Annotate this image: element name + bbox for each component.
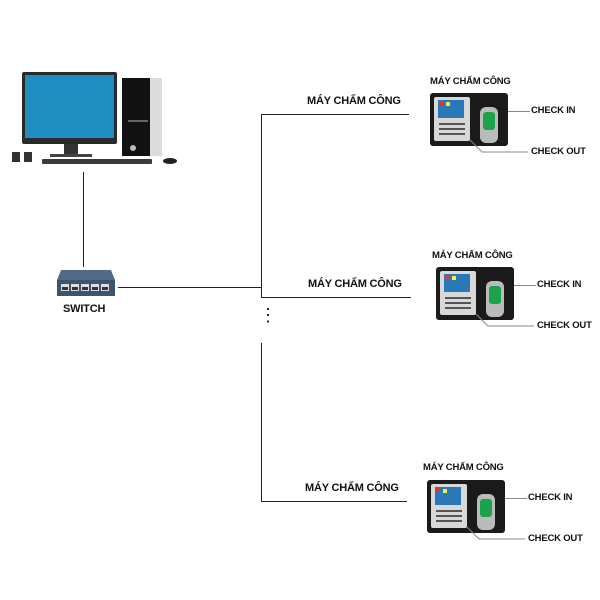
check-out-line bbox=[466, 526, 525, 540]
check-out-line bbox=[475, 313, 534, 327]
attendance-device-icon bbox=[430, 93, 508, 146]
ellipsis: ⋮ bbox=[259, 305, 277, 325]
device-title: MÁY CHẤM CÔNG bbox=[430, 76, 511, 87]
check-out-label: CHECK OUT bbox=[528, 533, 583, 544]
check-in-label: CHECK IN bbox=[537, 279, 582, 290]
branch-label: MÁY CHẤM CÔNG bbox=[308, 278, 402, 290]
connection-line bbox=[118, 287, 261, 288]
device-title: MÁY CHẤM CÔNG bbox=[423, 462, 504, 473]
attendance-device-icon bbox=[427, 480, 505, 533]
check-in-label: CHECK IN bbox=[528, 492, 573, 503]
check-in-line bbox=[505, 498, 527, 499]
trunk-line bbox=[261, 114, 262, 297]
branch-line bbox=[261, 297, 411, 298]
attendance-device-icon bbox=[436, 267, 514, 320]
switch-label: SWITCH bbox=[63, 303, 106, 315]
desktop-computer bbox=[10, 70, 185, 170]
check-in-line bbox=[514, 285, 536, 286]
connection-line bbox=[83, 172, 84, 267]
branch-line bbox=[261, 501, 407, 502]
check-out-label: CHECK OUT bbox=[531, 146, 586, 157]
check-out-label: CHECK OUT bbox=[537, 320, 592, 331]
network-switch bbox=[55, 268, 117, 298]
attendance-device bbox=[427, 480, 505, 533]
trunk-line bbox=[261, 343, 262, 501]
branch-label: MÁY CHẤM CÔNG bbox=[305, 482, 399, 494]
check-in-label: CHECK IN bbox=[531, 105, 576, 116]
network-switch-icon bbox=[57, 270, 115, 296]
attendance-device bbox=[430, 93, 508, 146]
desktop-computer-icon bbox=[12, 72, 177, 164]
device-title: MÁY CHẤM CÔNG bbox=[432, 250, 513, 261]
attendance-device bbox=[436, 267, 514, 320]
branch-label: MÁY CHẤM CÔNG bbox=[307, 95, 401, 107]
branch-line bbox=[261, 114, 409, 115]
check-out-line bbox=[469, 139, 528, 153]
check-in-line bbox=[508, 111, 530, 112]
